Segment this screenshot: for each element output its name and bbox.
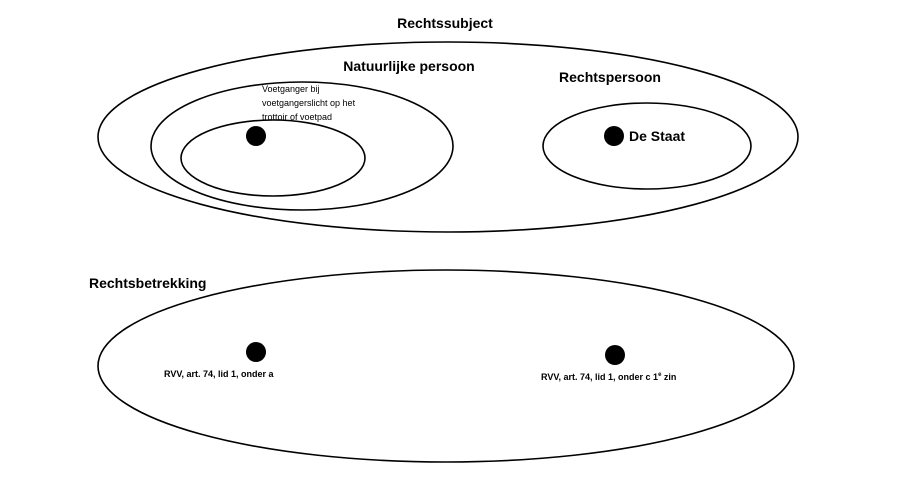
rechtsbetrekking-left-point [246,342,266,362]
right-label-suffix: zin [661,372,676,382]
voetganger-label-line-2: voetgangerslicht op het [262,98,356,108]
rechtssubject-title: Rechtssubject [397,15,493,31]
de-staat-point [604,126,624,146]
rechtsbetrekking-right-point [605,345,625,365]
right-label-superscript: e [658,372,662,378]
voetganger-label-line-1: Voetganger bij [262,84,320,94]
natuurlijke-persoon-title: Natuurlijke persoon [343,58,474,74]
rechtssubject-ellipse [97,41,799,233]
voetganger-ellipse [180,119,366,197]
rechtsbetrekking-title: Rechtsbetrekking [89,275,206,291]
rechtsbetrekking-ellipse [97,269,795,463]
right-label-main: RVV, art. 74, lid 1, onder c 1 [541,372,658,382]
voetganger-label-line-3: trottoir of voetpad [262,112,332,122]
rechtspersoon-title: Rechtspersoon [559,69,661,85]
voetganger-point [246,126,266,146]
natuurlijke-persoon-ellipse [150,81,454,211]
rechtspersoon-ellipse [542,102,752,190]
rechtsbetrekking-right-label: RVV, art. 74, lid 1, onder c 1e zin [541,372,676,382]
de-staat-label: De Staat [629,128,685,144]
rechtsbetrekking-left-label: RVV, art. 74, lid 1, onder a [164,369,275,379]
